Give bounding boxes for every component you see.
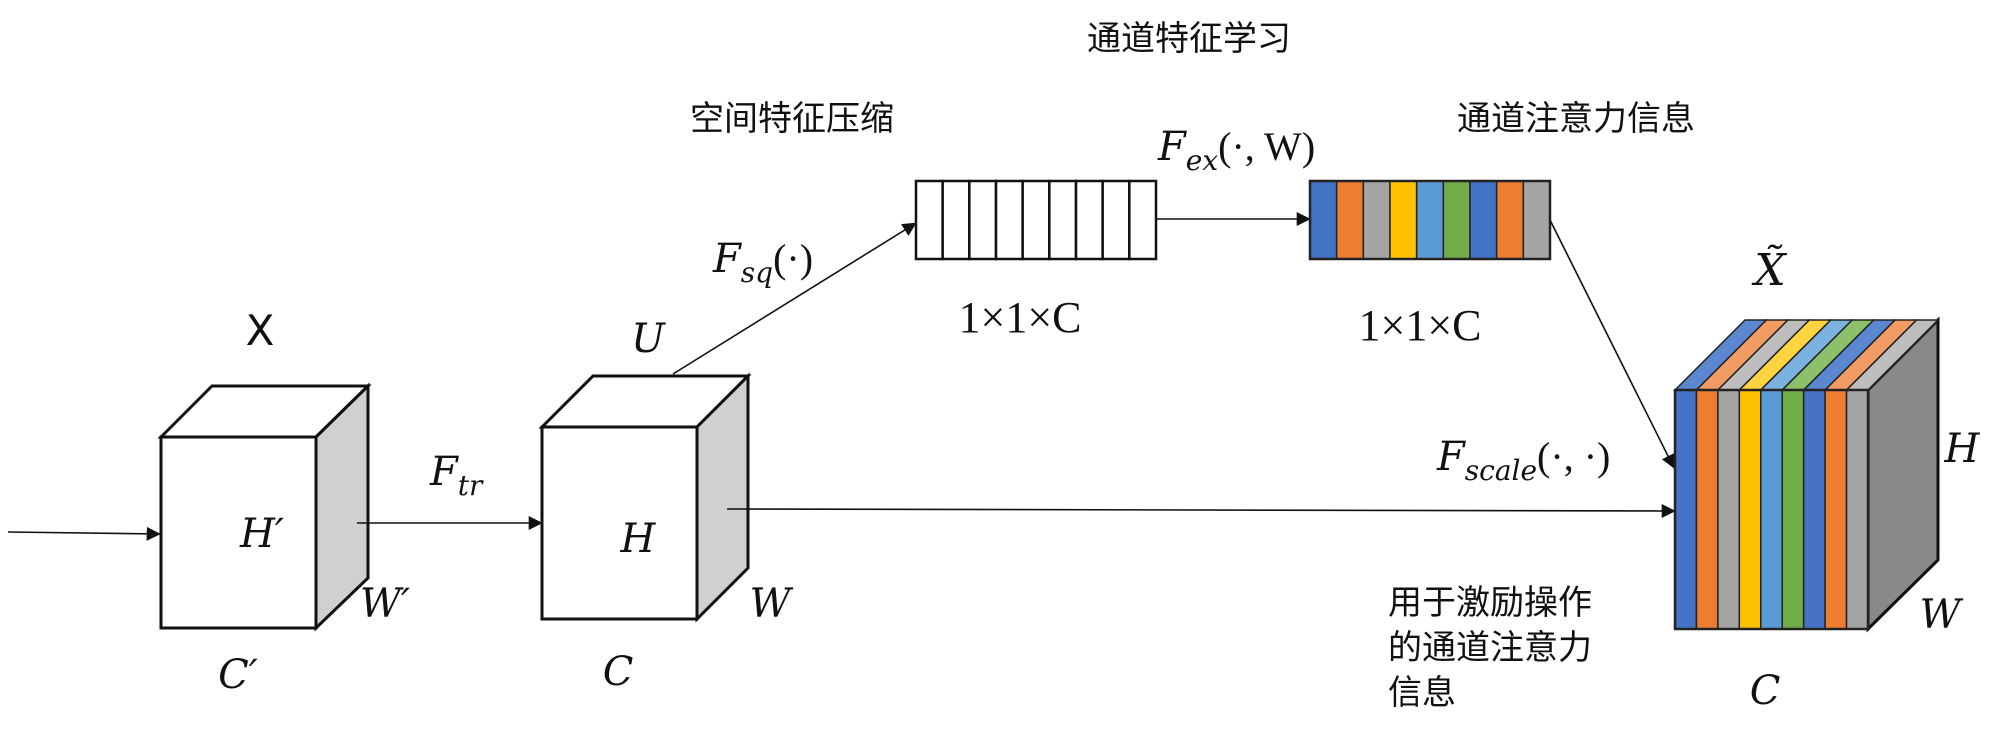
attention-vector-cell xyxy=(1335,180,1365,260)
squeezed-vector xyxy=(914,179,1158,261)
squeezed-vector-size: 1×1×C xyxy=(959,293,1082,342)
output-cube-front-stripe xyxy=(1845,389,1869,630)
squeeze-arrow xyxy=(672,222,917,375)
feature-width-label: W xyxy=(749,581,793,627)
input-cube-front-face xyxy=(159,435,318,630)
feature-cube-front-face xyxy=(540,425,699,621)
input-cube xyxy=(157,382,372,632)
output-cube-front-stripe xyxy=(1674,389,1698,630)
squeezed-vector-cell xyxy=(1048,179,1078,261)
squeezed-vector-cell xyxy=(994,179,1024,261)
squeezed-vector-cell xyxy=(968,179,998,261)
squeezed-vector-cell xyxy=(1128,179,1158,261)
attention-vector-cell xyxy=(1442,180,1471,260)
output-cube-label: X̃ xyxy=(1751,243,1787,296)
attention-vector-cell xyxy=(1495,180,1525,260)
attention-vector-cell xyxy=(1389,180,1418,260)
output-cube-front-stripe xyxy=(1781,389,1805,630)
output-cube-front-stripe xyxy=(1824,389,1848,630)
squeezed-vector-cell xyxy=(1074,179,1104,261)
squeezed-vector-cell xyxy=(941,179,971,261)
input-cube-label: X xyxy=(246,306,275,355)
output-cube-front-stripe xyxy=(1760,389,1783,630)
spatial-squeeze-title: 空间特征压缩 xyxy=(690,99,894,139)
attention-vector-cell xyxy=(1415,180,1445,260)
channel-attention-info-title: 通道注意力信息 xyxy=(1457,99,1695,139)
output-cube-front-border xyxy=(1673,388,1870,631)
output-height-label: H xyxy=(1944,426,1981,472)
scale-weight-arrow xyxy=(1549,219,1675,469)
attention-vector-cell xyxy=(1362,180,1391,260)
squeeze-label: Fsq(·) xyxy=(712,236,813,289)
input-channel-label: C′ xyxy=(218,652,258,698)
feature-cube xyxy=(538,372,752,623)
feature-cube-label: U xyxy=(631,316,666,362)
channel-feature-learning-title: 通道特征学习 xyxy=(1087,19,1291,59)
output-channel-label: C xyxy=(1750,668,1781,714)
output-cube-front-stripe xyxy=(1738,389,1762,630)
attention-vector-cell xyxy=(1522,180,1551,260)
input-width-label: W′ xyxy=(360,581,410,627)
output-cube-front-stripe xyxy=(1695,389,1719,630)
feature-channel-label: C xyxy=(603,649,634,695)
squeezed-vector-cell xyxy=(1101,179,1131,261)
attention-vector xyxy=(1308,179,1552,261)
output-cube xyxy=(1673,316,1940,633)
annotation-line-3: 信息 xyxy=(1388,673,1456,713)
transform-label: Ftr xyxy=(429,449,484,502)
annotation-line-2: 的通道注意力 xyxy=(1388,628,1592,668)
output-cube-front-stripe xyxy=(1717,389,1741,630)
annotation-line-1: 用于激励操作 xyxy=(1388,583,1592,623)
squeezed-vector-cell xyxy=(914,179,944,261)
squeezed-vector-cell xyxy=(1021,179,1051,261)
feature-height-label: H xyxy=(620,516,657,562)
attention-vector-cell xyxy=(1309,180,1338,260)
scale-feature-arrow xyxy=(726,503,1676,518)
output-width-label: W xyxy=(1919,592,1963,638)
input-height-label: H′ xyxy=(239,511,284,557)
excitation-label: Fex(·, W) xyxy=(1157,124,1315,177)
input-arrow xyxy=(7,526,161,541)
output-cube-front-stripe xyxy=(1802,389,1826,630)
attention-vector-size: 1×1×C xyxy=(1359,301,1482,350)
scale-label: Fscale(·, ·) xyxy=(1436,434,1610,487)
attention-vector-cell xyxy=(1469,180,1498,260)
